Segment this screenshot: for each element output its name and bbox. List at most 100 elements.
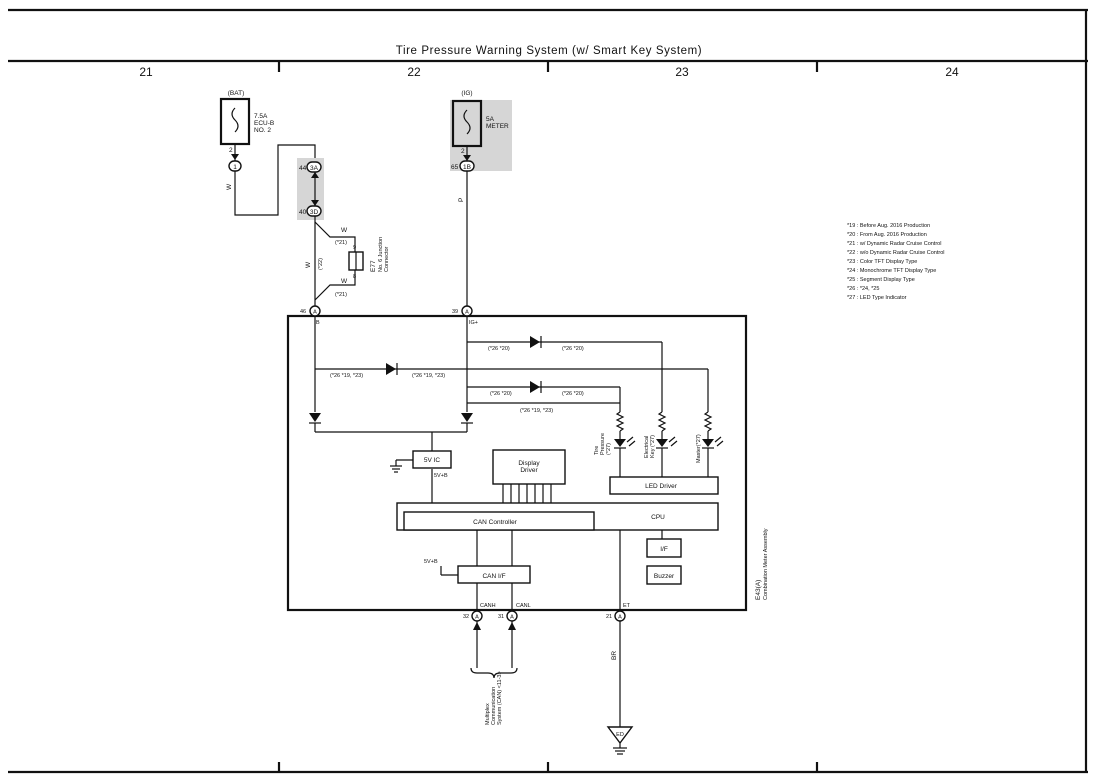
meter-internal-wiring bbox=[309, 316, 709, 503]
legend-20: *20 : From Aug. 2016 Production bbox=[847, 232, 927, 238]
page-frame bbox=[8, 8, 1088, 774]
connector-3d-pin: 40 bbox=[299, 209, 307, 216]
fuse-bat-pin: 2 bbox=[229, 147, 233, 154]
meter-pin-canl-letter: A bbox=[510, 615, 514, 621]
meter-pin-ig-letter: A bbox=[465, 310, 469, 316]
note-26-20-a: (*26 *20) bbox=[488, 346, 510, 352]
junction-e77-wiring: W (*21) W (*21) W (*22) 9 8 E77 No. 6 Ju… bbox=[305, 216, 390, 310]
fuse-bat-source: (BAT) bbox=[228, 90, 245, 97]
column-24: 24 bbox=[945, 65, 959, 79]
note-26-19-23-c: (*26 *19, *23) bbox=[520, 408, 553, 414]
ic-5v-label: 5V IC bbox=[424, 457, 441, 464]
meter-pin-b-letter: A bbox=[313, 310, 317, 316]
connector-3a-pin: 44 bbox=[299, 165, 307, 172]
note-22: (*22) bbox=[318, 258, 324, 270]
display-driver-bus bbox=[502, 484, 552, 503]
meter-assembly-name: Combination Meter Assembly bbox=[763, 528, 769, 600]
cpu-label: CPU bbox=[651, 514, 665, 521]
led-driver-label: LED Driver bbox=[645, 483, 678, 490]
meter-pin-et-number: 21 bbox=[606, 614, 612, 620]
meter-pin-et-letter: A bbox=[618, 615, 622, 621]
can-controller-box bbox=[403, 511, 595, 531]
e77-pin-top: 9 bbox=[353, 245, 356, 251]
legend-23: *23 : Color TFT Display Type bbox=[847, 259, 917, 265]
fuse-ig-terminal: 1B bbox=[463, 164, 471, 171]
led-driver-box bbox=[609, 476, 719, 495]
note-26-20-b: (*26 *20) bbox=[562, 346, 584, 352]
wire-label-p: P bbox=[458, 198, 465, 202]
meter-pin-ig: A 39 IG+ bbox=[452, 305, 478, 326]
fuse-ig-source: (IG) bbox=[461, 90, 472, 97]
connector-3d: 3D 40 bbox=[299, 205, 322, 217]
fuse-bat-number: NO. 2 bbox=[254, 127, 271, 134]
fuse-ig-symbol bbox=[463, 109, 471, 135]
e77-name: No. 6 Junction bbox=[378, 237, 384, 272]
wire-label-w4: W bbox=[305, 261, 312, 268]
can-if-box bbox=[457, 565, 531, 584]
wire-label-br: BR bbox=[611, 651, 618, 660]
e77-id: E77 bbox=[370, 260, 377, 272]
multiplex-label-3: System (CAN) <11-3> bbox=[497, 671, 503, 725]
wire-label-w1: W bbox=[226, 183, 233, 190]
fuse-meter: (IG) 5A METER 2 1B 65 bbox=[451, 90, 509, 172]
legend-26: *26 : *24, *25 bbox=[847, 286, 879, 292]
wire-label-w2: W bbox=[341, 227, 348, 234]
note-21b: (*21) bbox=[335, 292, 347, 298]
column-21: 21 bbox=[139, 65, 153, 79]
led-key-label-2: Key (*27) bbox=[650, 435, 656, 458]
connector-3a-id: 3A bbox=[310, 165, 319, 172]
et-label: ET bbox=[623, 603, 631, 609]
fuse-ig-pin: 2 bbox=[461, 148, 465, 155]
buzzer-box bbox=[646, 565, 682, 585]
can-if-supply: 5V+B bbox=[424, 559, 438, 565]
canl-label: CANL bbox=[516, 603, 531, 609]
legend-24: *24 : Monochrome TFT Display Type bbox=[847, 268, 936, 274]
meter-pin-canh: A 32 bbox=[463, 610, 483, 622]
column-22: 22 bbox=[407, 65, 421, 79]
connector-3d-id: 3D bbox=[310, 209, 319, 216]
if-label: I/F bbox=[660, 546, 668, 553]
multiplex-label-1: Multiplex bbox=[485, 703, 491, 725]
led-tire-label-2: Pressure bbox=[600, 433, 606, 455]
meter-pin-canh-number: 32 bbox=[463, 614, 469, 620]
buzzer-label: Buzzer bbox=[654, 573, 675, 580]
wire-label-w3: W bbox=[341, 278, 348, 285]
legend-27: *27 : LED Type Indicator bbox=[847, 295, 907, 301]
fuse-ig-rating: 5A bbox=[486, 116, 495, 123]
meter-pin-et: A 21 bbox=[606, 610, 626, 622]
meter-pin-canl: A 31 bbox=[498, 610, 518, 622]
fuse-ig-name: METER bbox=[486, 123, 509, 130]
meter-pin-b-number: 46 bbox=[300, 309, 306, 315]
ground-label: ED bbox=[616, 732, 624, 738]
display-driver-label-2: Driver bbox=[520, 467, 538, 474]
meter-assembly-id: E43(A) bbox=[755, 580, 762, 600]
fuse-bat-rating: 7.5A bbox=[254, 113, 268, 120]
note-26-19-23-b: (*26 *19, *23) bbox=[412, 373, 445, 379]
led-tire-label-3: (*27) bbox=[606, 443, 612, 455]
connector-3a: 3A 44 bbox=[299, 161, 322, 173]
fuse-bat-terminal: 1 bbox=[233, 164, 237, 171]
meter-pin-b-label: B bbox=[316, 320, 320, 326]
led-tire-label-1: Tire bbox=[594, 446, 600, 455]
legend-19: *19 : Before Aug. 2016 Production bbox=[847, 223, 930, 229]
wire-bat bbox=[234, 144, 316, 216]
if-box bbox=[646, 538, 682, 558]
display-driver-box bbox=[492, 449, 566, 485]
note-26-20-d: (*26 *20) bbox=[562, 391, 584, 397]
led-key-label-1: Electrical bbox=[644, 436, 650, 458]
led-master-label: Master(*27) bbox=[696, 434, 702, 463]
can-if-label: CAN I/F bbox=[482, 573, 505, 580]
can-if-wiring bbox=[440, 530, 621, 610]
multiplex-label-2: Communication bbox=[491, 687, 497, 725]
fuse-bat-symbol bbox=[231, 107, 239, 133]
meter-pin-ig-number: 39 bbox=[452, 309, 458, 315]
note-26-20-c: (*26 *20) bbox=[490, 391, 512, 397]
legend: *19 : Before Aug. 2016 Production *20 : … bbox=[847, 223, 945, 301]
diagram-title: Tire Pressure Warning System (w/ Smart K… bbox=[396, 45, 702, 57]
fuse-bat-name: ECU-B bbox=[254, 120, 274, 127]
combination-meter-box bbox=[286, 314, 748, 612]
ic-5v-box bbox=[412, 450, 452, 469]
legend-25: *25 : Segment Display Type bbox=[847, 277, 915, 283]
fuse-ecu-b: (BAT) 7.5A ECU-B NO. 2 2 1 bbox=[219, 90, 274, 172]
